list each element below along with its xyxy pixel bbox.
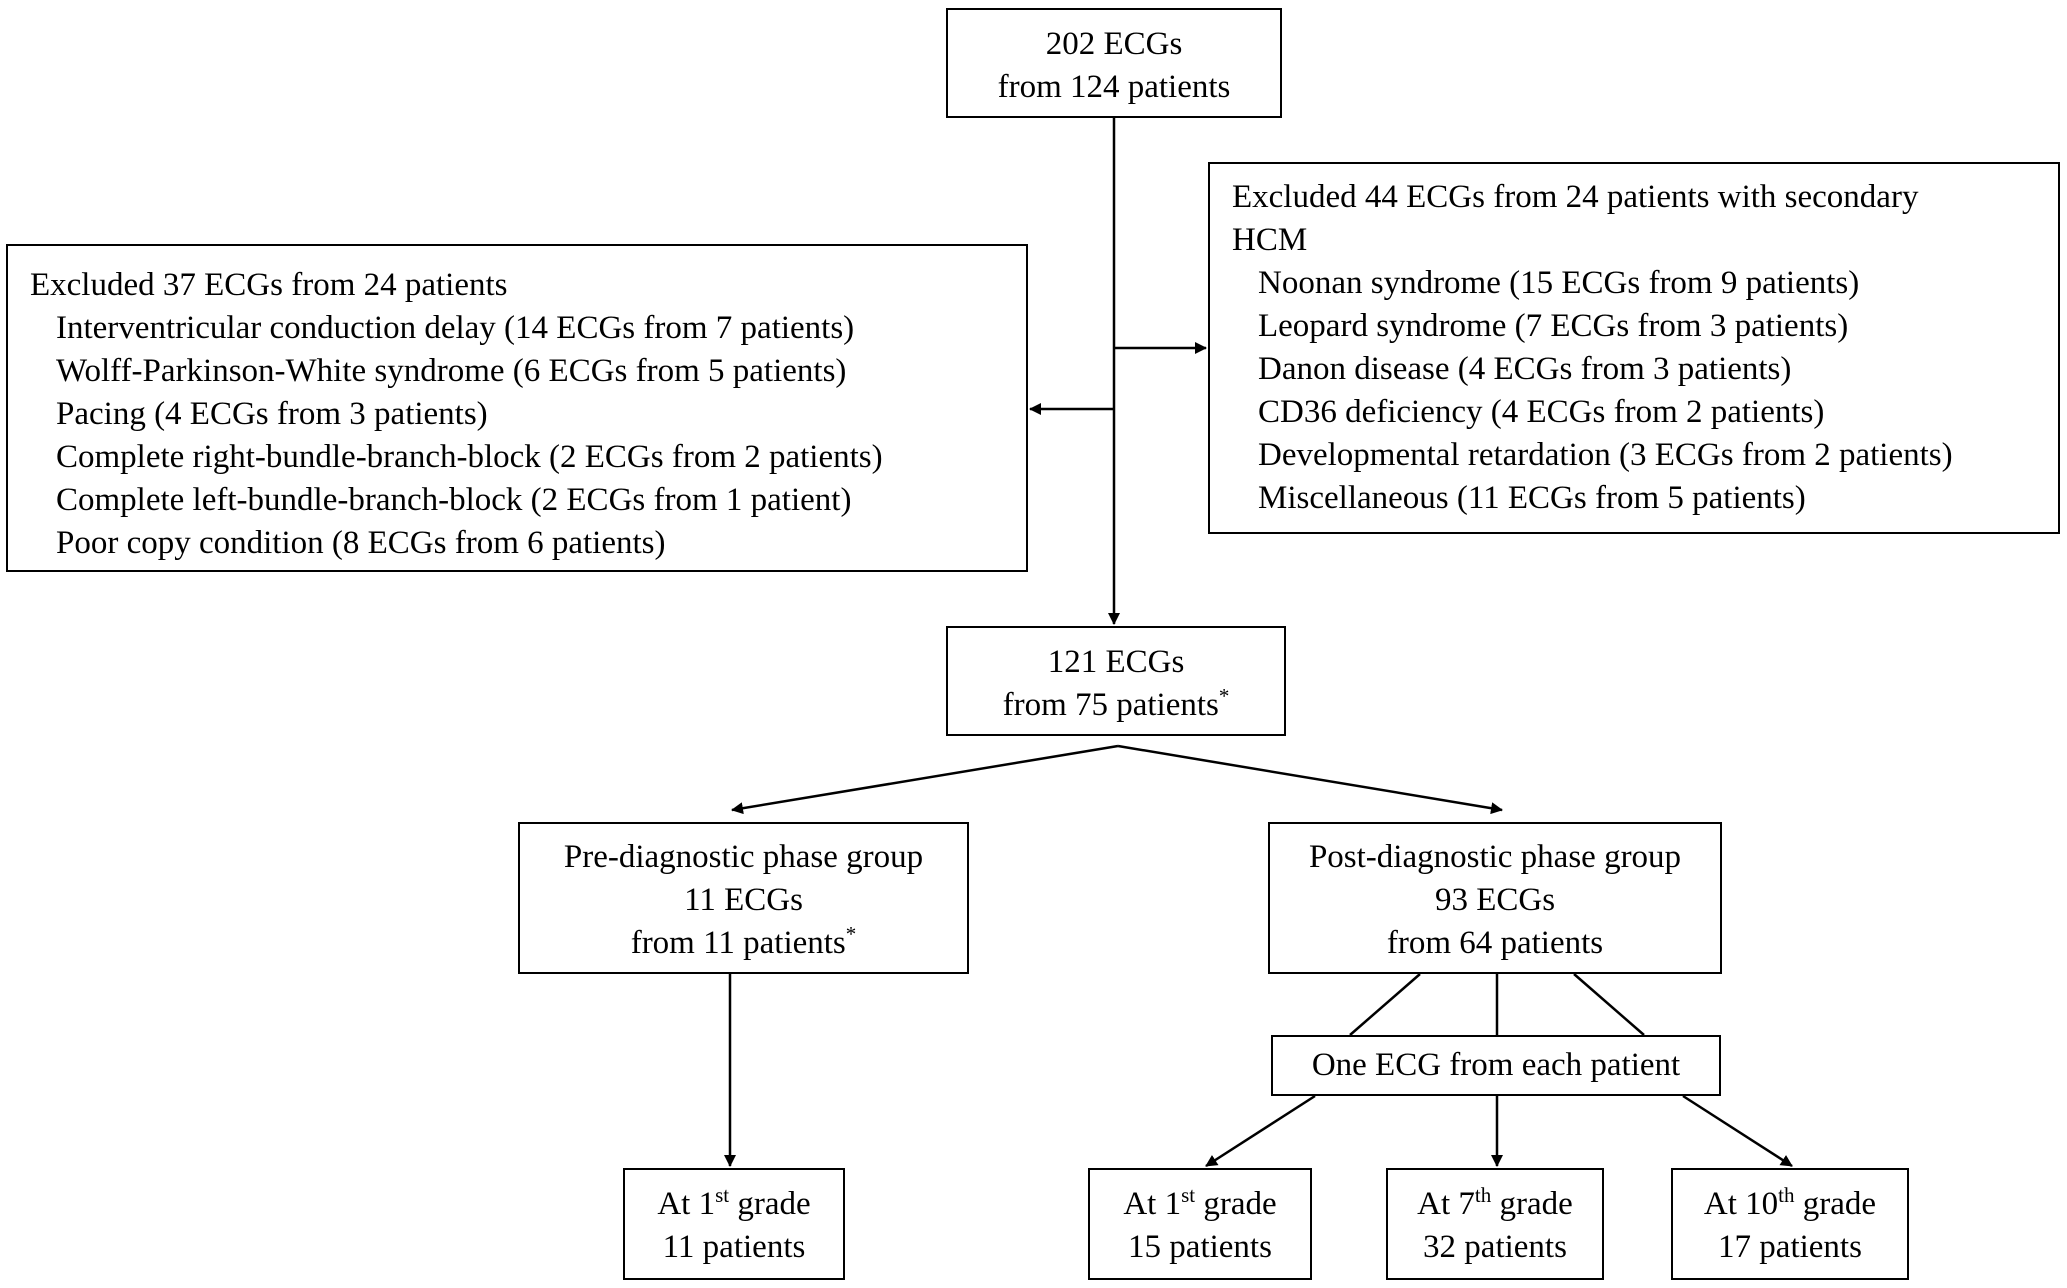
one-ecg-per-patient-box: One ECG from each patient (1271, 1035, 1721, 1096)
secondary-hcm-item: CD36 deficiency (4 ECGs from 2 patients) (1258, 394, 1825, 430)
footnote-mark: * (1218, 684, 1230, 708)
grade-suffix: grade (1794, 1186, 1877, 1222)
secondary-hcm-exclusion-box: Excluded 44 ECGs from 24 patients with s… (1208, 162, 2060, 534)
secondary-hcm-item: Leopard syndrome (7 ECGs from 3 patients… (1258, 308, 1849, 344)
pre-grade1-label: At 1st grade (625, 1183, 843, 1226)
pre-diagnostic-patient-count: from 11 patients (630, 925, 846, 961)
grade-ordinal: th (1778, 1183, 1795, 1207)
grade-prefix: At 7 (1417, 1186, 1475, 1222)
post-grade7-count: 32 patients (1423, 1229, 1567, 1265)
secondary-hcm-item: Developmental retardation (3 ECGs from 2… (1258, 437, 1953, 473)
grade-prefix: At 10 (1703, 1186, 1779, 1222)
exclusion-criteria-heading: Excluded 37 ECGs from 24 patients (30, 267, 508, 303)
total-patients-count: from 124 patients (997, 69, 1231, 105)
pre-diagnostic-group-title: Pre-diagnostic phase group (563, 839, 924, 875)
included-ecgs-box: 121 ECGs from 75 patients* (946, 626, 1286, 736)
post-diagnostic-group-box: Post-diagnostic phase group 93 ECGs from… (1268, 822, 1722, 974)
included-ecgs-count: 121 ECGs (1047, 644, 1185, 680)
grade-ordinal: th (1474, 1183, 1492, 1207)
secondary-hcm-item: Miscellaneous (11 ECGs from 5 patients) (1258, 480, 1806, 516)
post-grade1-count: 15 patients (1128, 1229, 1272, 1265)
secondary-hcm-item: Danon disease (4 ECGs from 3 patients) (1258, 351, 1792, 387)
total-ecgs-count: 202 ECGs (1045, 26, 1183, 62)
post-grade7-label: At 7th grade (1388, 1183, 1602, 1226)
grade-ordinal: st (715, 1183, 730, 1207)
included-patients-line: from 75 patients* (948, 684, 1284, 727)
to-post-group-arrow (1117, 744, 1503, 815)
post-merge-line-right (1573, 973, 1645, 1036)
post-grade10-label: At 10th grade (1673, 1183, 1907, 1226)
to-post-grade1-arrow (1205, 1094, 1316, 1168)
pre-diagnostic-patients-line: from 11 patients* (520, 922, 967, 965)
exclusion-item: Pacing (4 ECGs from 3 patients) (56, 396, 488, 432)
grade-suffix: grade (1491, 1186, 1573, 1222)
exclusion-item: Complete right-bundle-branch-block (2 EC… (56, 439, 883, 475)
post-grade1-label: At 1st grade (1090, 1183, 1310, 1226)
to-pre-group-arrow (731, 744, 1119, 815)
footnote-mark: * (845, 922, 857, 946)
grade-prefix: At 1 (1123, 1186, 1182, 1222)
pre-diagnostic-group-box: Pre-diagnostic phase group 11 ECGs from … (518, 822, 969, 974)
post-grade1-box: At 1st grade 15 patients (1088, 1168, 1312, 1280)
post-diagnostic-ecg-count: 93 ECGs (1434, 882, 1556, 918)
pre-grade1-count: 11 patients (662, 1229, 806, 1265)
exclusion-item: Complete left-bundle-branch-block (2 ECG… (56, 482, 852, 518)
exclusion-item: Poor copy condition (8 ECGs from 6 patie… (56, 525, 666, 561)
post-diagnostic-group-title: Post-diagnostic phase group (1308, 839, 1682, 875)
secondary-hcm-item: Noonan syndrome (15 ECGs from 9 patients… (1258, 265, 1860, 301)
exclusion-criteria-box: Excluded 37 ECGs from 24 patients Interv… (6, 244, 1028, 572)
pre-diagnostic-ecg-count: 11 ECGs (684, 882, 803, 918)
exclusion-item: Wolff-Parkinson-White syndrome (6 ECGs f… (56, 353, 847, 389)
pre-grade1-box: At 1st grade 11 patients (623, 1168, 845, 1280)
grade-ordinal: st (1181, 1183, 1196, 1207)
to-post-grade10-arrow (1682, 1094, 1793, 1168)
included-patients-count: from 75 patients (1002, 687, 1219, 723)
grade-suffix: grade (1195, 1186, 1277, 1222)
post-grade7-box: At 7th grade 32 patients (1386, 1168, 1604, 1280)
post-merge-line-left (1349, 973, 1421, 1036)
secondary-hcm-heading-line2: HCM (1232, 222, 1308, 258)
grade-prefix: At 1 (657, 1186, 716, 1222)
post-diagnostic-patient-count: from 64 patients (1386, 925, 1604, 961)
post-grade10-count: 17 patients (1718, 1229, 1862, 1265)
total-ecgs-box: 202 ECGs from 124 patients (946, 8, 1282, 118)
post-grade10-box: At 10th grade 17 patients (1671, 1168, 1909, 1280)
secondary-hcm-heading-line1: Excluded 44 ECGs from 24 patients with s… (1232, 179, 1919, 215)
grade-suffix: grade (729, 1186, 811, 1222)
one-ecg-per-patient-label: One ECG from each patient (1311, 1047, 1681, 1083)
exclusion-item: Interventricular conduction delay (14 EC… (56, 310, 855, 346)
